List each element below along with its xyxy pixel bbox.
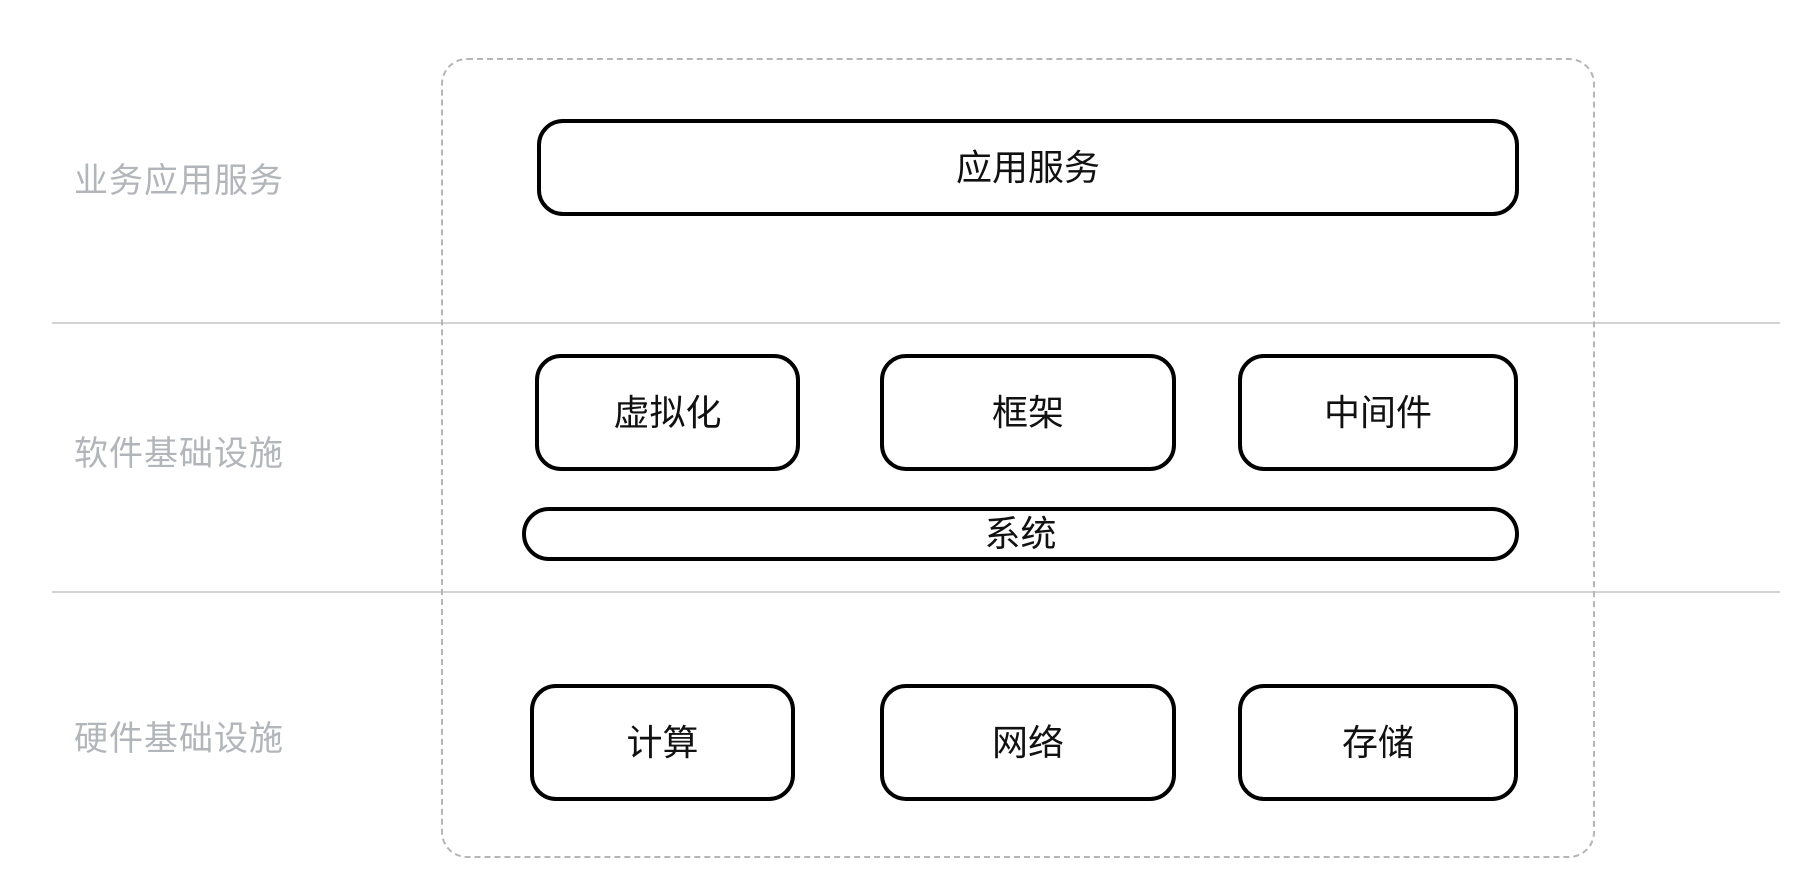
node-storage[interactable]: 存储 xyxy=(1238,684,1518,801)
node-virtualization[interactable]: 虚拟化 xyxy=(535,354,800,471)
tier-label-software-infrastructure: 软件基础设施 xyxy=(74,435,284,473)
node-network[interactable]: 网络 xyxy=(880,684,1176,801)
node-framework[interactable]: 框架 xyxy=(880,354,1176,471)
tier-label-business-application-service: 业务应用服务 xyxy=(74,162,284,200)
tier-divider-lower xyxy=(52,591,1780,593)
node-middleware[interactable]: 中间件 xyxy=(1238,354,1518,471)
node-compute[interactable]: 计算 xyxy=(530,684,795,801)
platform-boundary-container xyxy=(441,58,1595,858)
node-application-service[interactable]: 应用服务 xyxy=(537,119,1519,216)
node-system[interactable]: 系统 xyxy=(522,507,1519,561)
tier-divider-upper xyxy=(52,322,1780,324)
tier-label-hardware-infrastructure: 硬件基础设施 xyxy=(74,720,284,758)
